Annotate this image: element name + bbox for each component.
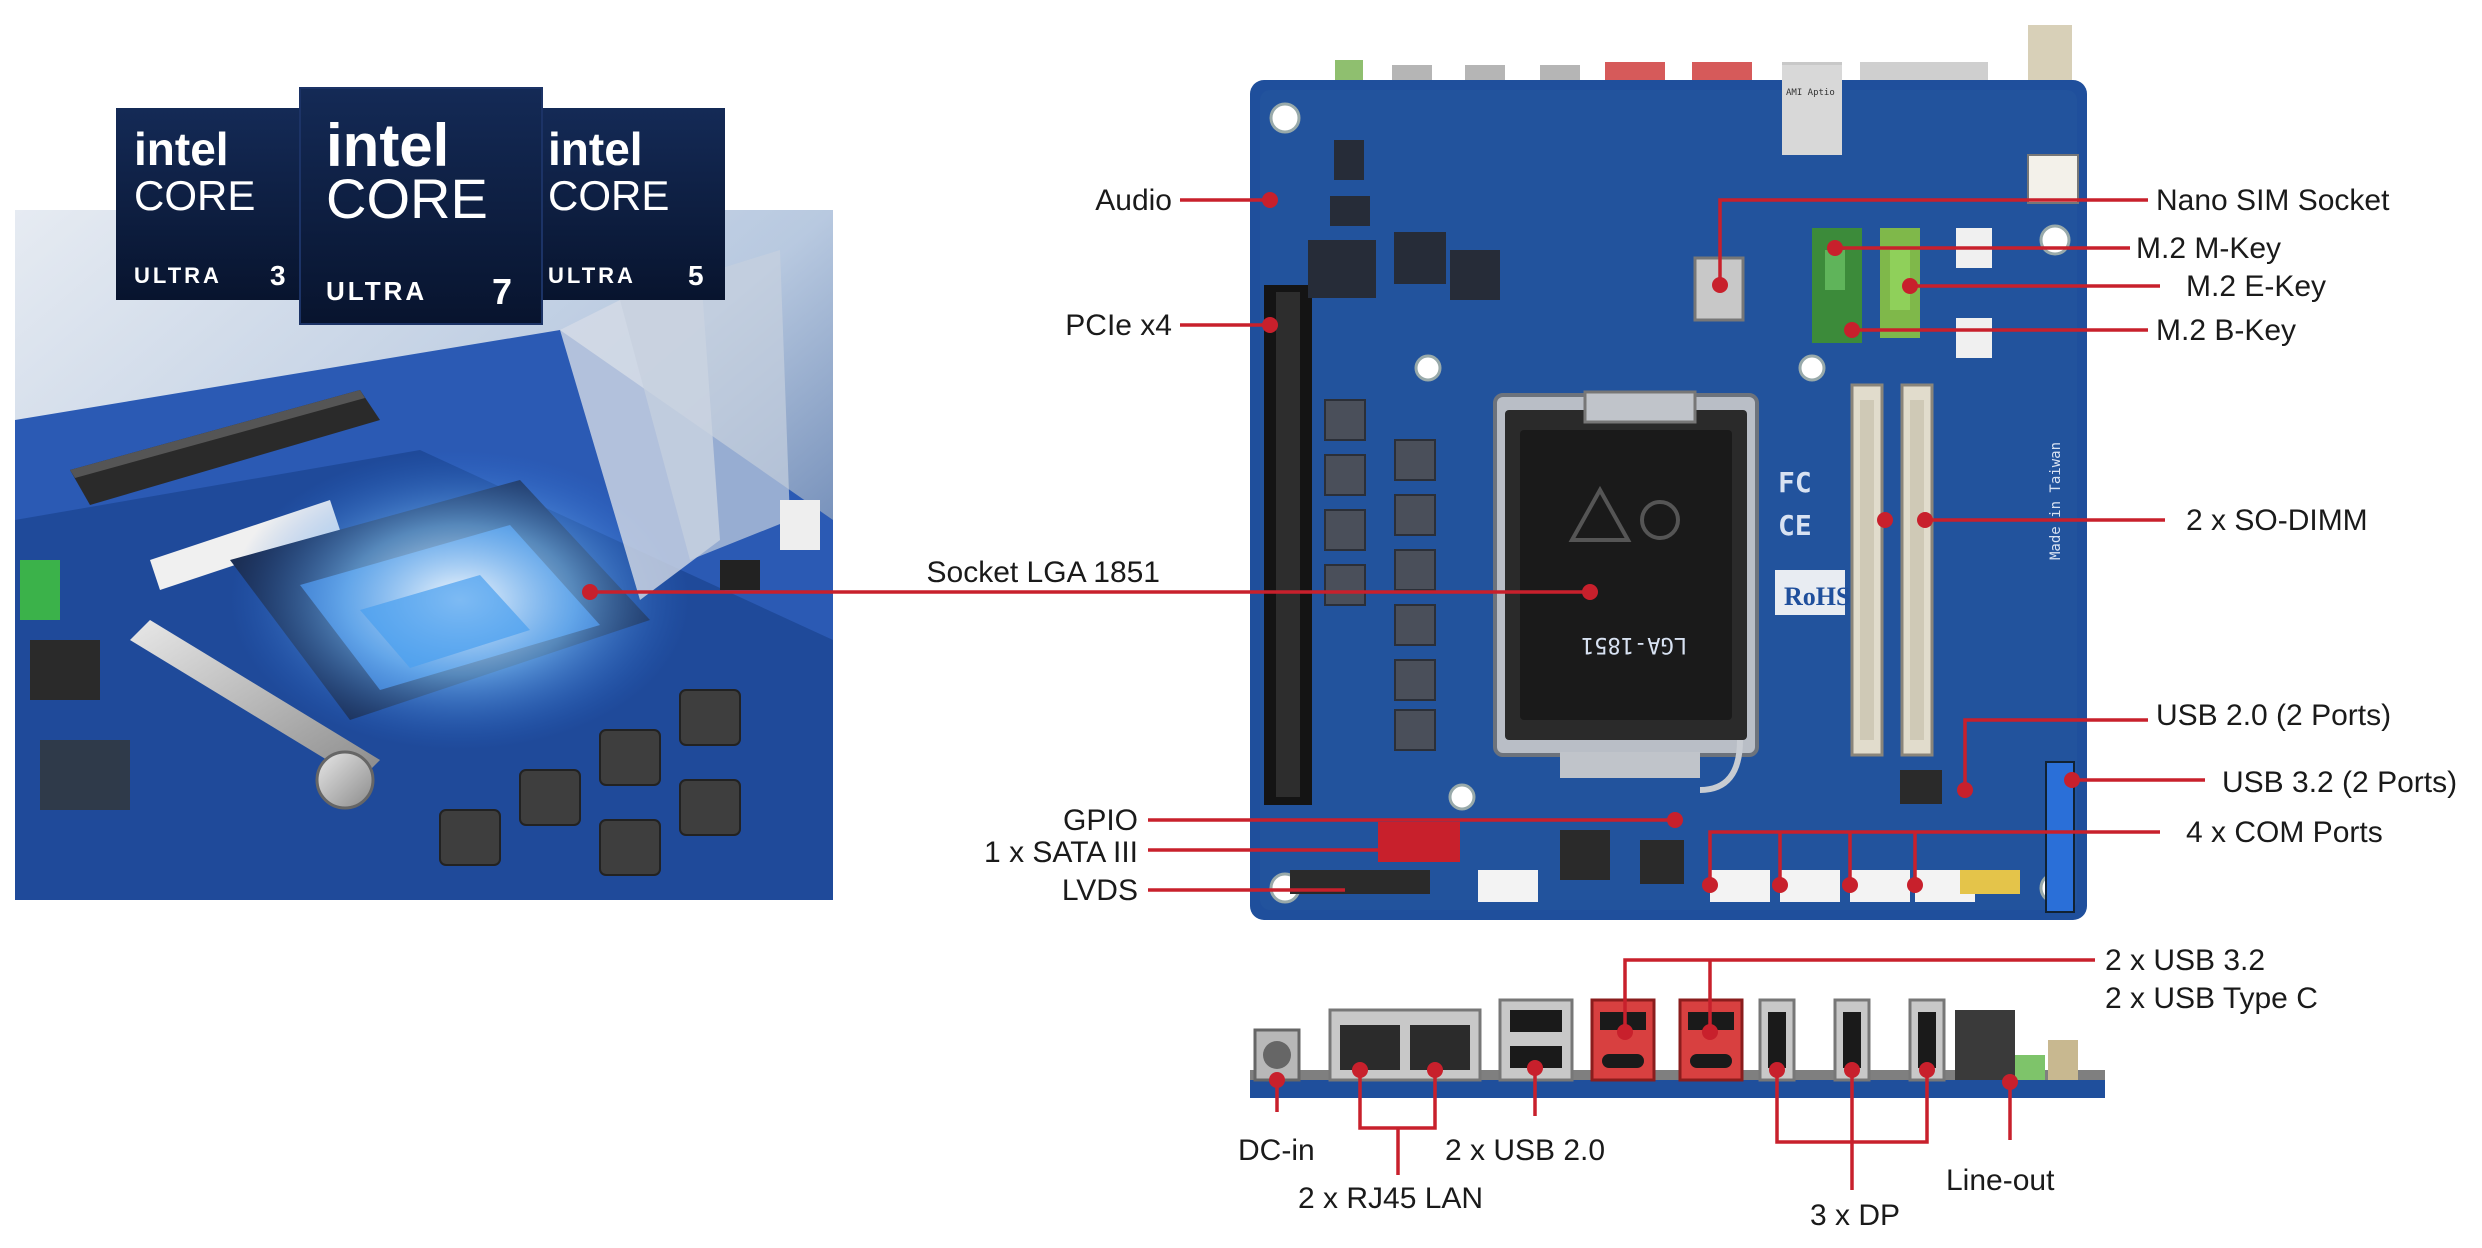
- label-pcie: PCIe x4: [1065, 309, 1172, 342]
- motherboard-rear-io-view: [1250, 998, 2105, 1098]
- label-usb20-rear: 2 x USB 2.0: [1445, 1134, 1605, 1167]
- label-socket: Socket LGA 1851: [927, 556, 1161, 589]
- label-sodimm: 2 x SO-DIMM: [2186, 504, 2368, 537]
- svg-text:7: 7: [492, 271, 512, 312]
- label-nano-sim: Nano SIM Socket: [2156, 184, 2390, 217]
- callout-dots: [582, 192, 2080, 1090]
- label-audio: Audio: [1095, 184, 1172, 217]
- label-com-ports: 4 x COM Ports: [2186, 816, 2383, 849]
- svg-text:FC: FC: [1778, 466, 1812, 499]
- svg-text:intel: intel: [134, 123, 229, 175]
- label-m2-b-key: M.2 B-Key: [2156, 314, 2296, 347]
- motherboard-top-view: LGA-1851 RoHS FC CE Made in Taiwan: [1250, 25, 2087, 920]
- intel-core-ultra-7-badge: intel CORE ULTRA 7: [299, 87, 543, 325]
- svg-text:RoHS: RoHS: [1784, 582, 1850, 611]
- label-sata: 1 x SATA III: [984, 836, 1138, 869]
- label-gpio: GPIO: [1063, 804, 1138, 837]
- svg-text:AMI Aptio: AMI Aptio: [1786, 88, 1835, 98]
- label-dc-in: DC-in: [1238, 1134, 1315, 1167]
- svg-text:CORE: CORE: [548, 172, 669, 219]
- svg-text:ULTRA: ULTRA: [326, 276, 427, 306]
- svg-text:CE: CE: [1778, 509, 1812, 542]
- label-usb-type-c: 2 x USB Type C: [2105, 982, 2318, 1015]
- label-rj45: 2 x RJ45 LAN: [1298, 1182, 1483, 1215]
- label-dp: 3 x DP: [1810, 1199, 1900, 1232]
- svg-text:ULTRA: ULTRA: [548, 263, 636, 288]
- svg-text:5: 5: [688, 260, 704, 291]
- label-line-out: Line-out: [1946, 1164, 2055, 1197]
- cpu-socket-photo: [15, 210, 833, 900]
- callout-labels: Audio PCIe x4 Socket LGA 1851 GPIO 1 x S…: [927, 184, 2458, 1232]
- label-m2-e-key: M.2 E-Key: [2186, 270, 2326, 303]
- label-lvds: LVDS: [1062, 874, 1138, 907]
- svg-text:ULTRA: ULTRA: [134, 263, 222, 288]
- lga1851-socket: LGA-1851: [1493, 390, 1759, 793]
- svg-text:CORE: CORE: [326, 167, 488, 230]
- svg-text:LGA-1851: LGA-1851: [1581, 632, 1687, 657]
- svg-text:3: 3: [270, 260, 286, 291]
- svg-text:intel: intel: [548, 123, 643, 175]
- svg-text:CORE: CORE: [134, 172, 255, 219]
- label-usb32-ports: USB 3.2 (2 Ports): [2222, 766, 2457, 799]
- label-usb20-ports: USB 2.0 (2 Ports): [2156, 699, 2391, 732]
- intel-core-ultra-5-badge: intel CORE ULTRA 5: [535, 108, 725, 300]
- sodimm-slots: [1850, 383, 1934, 757]
- callout-lines: [590, 198, 2205, 1190]
- label-usb32-rear: 2 x USB 3.2: [2105, 944, 2265, 977]
- svg-text:intel: intel: [326, 112, 449, 179]
- label-m2-m-key: M.2 M-Key: [2136, 232, 2281, 265]
- svg-text:Made in Taiwan: Made in Taiwan: [2048, 442, 2064, 560]
- intel-core-ultra-3-badge: intel CORE ULTRA 3: [116, 108, 306, 300]
